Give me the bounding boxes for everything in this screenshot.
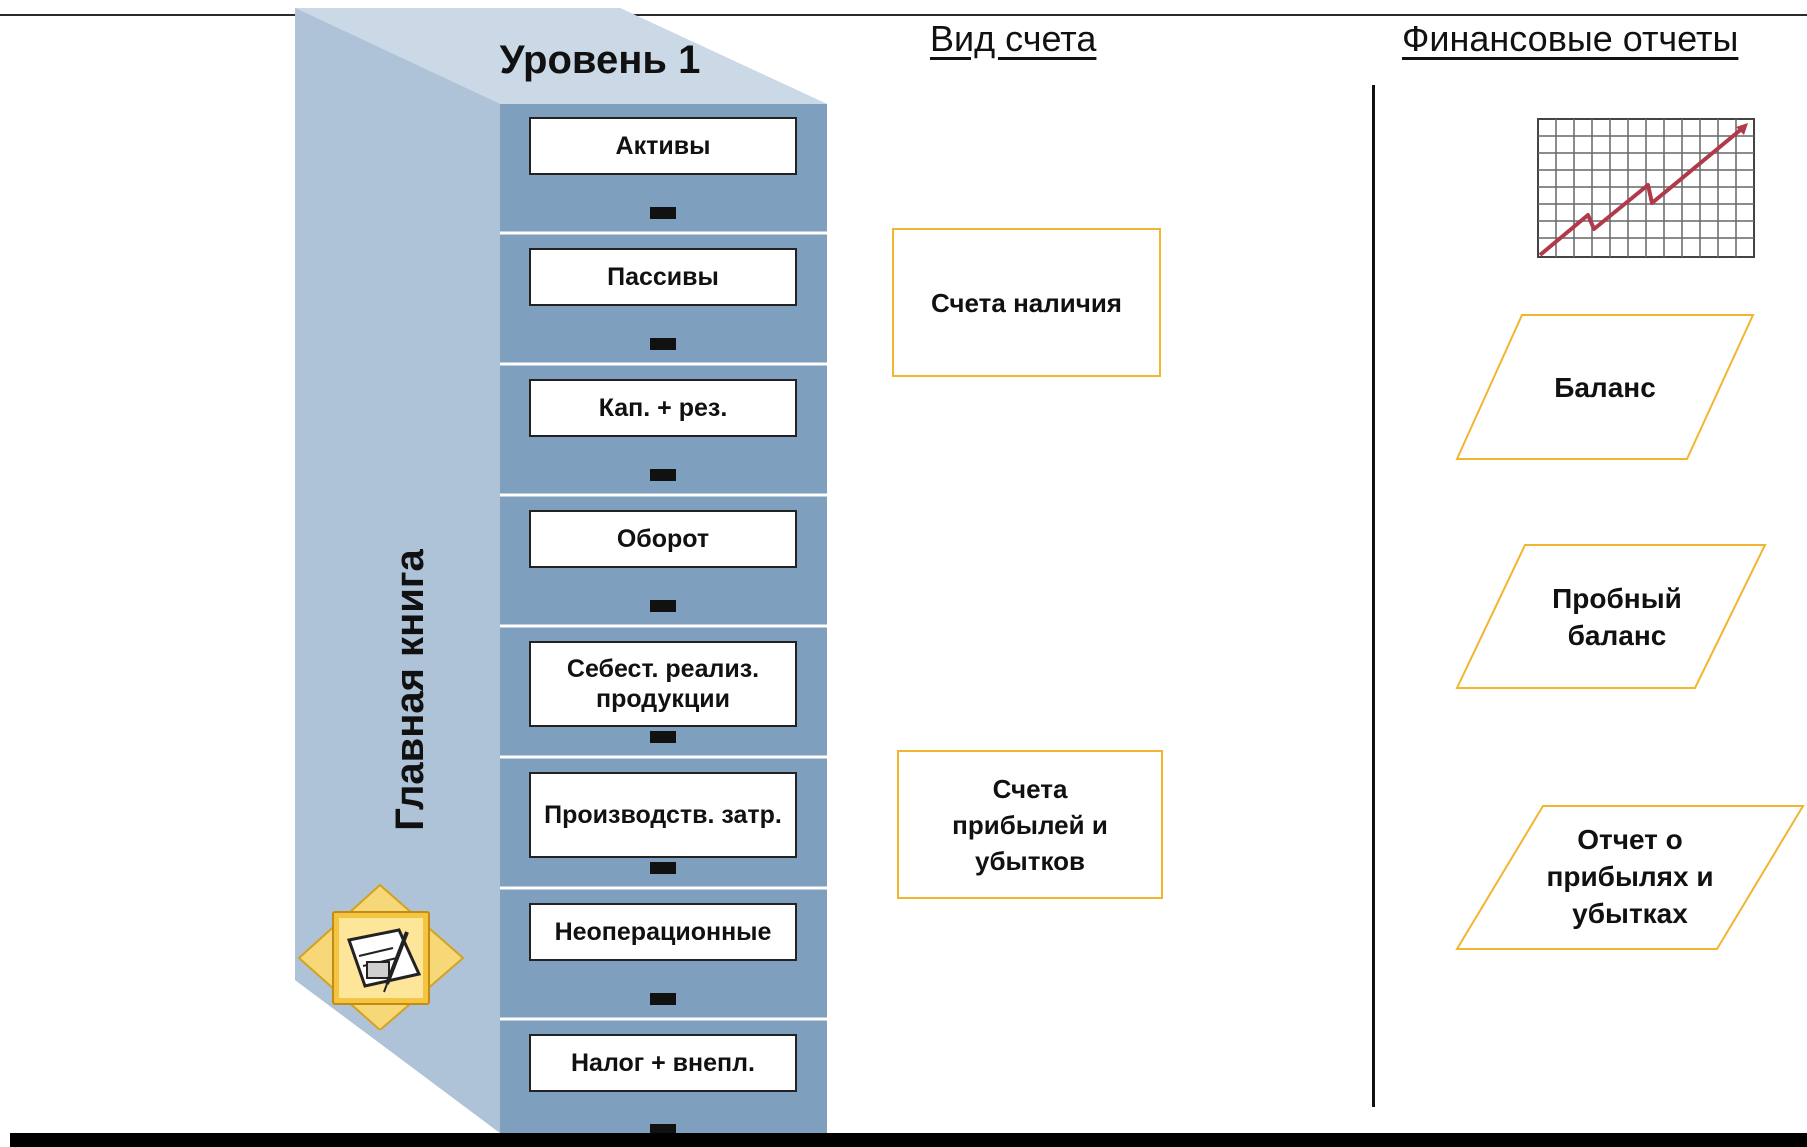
drawer-handle-liabilities[interactable] bbox=[650, 338, 676, 350]
notebook-pen-icon bbox=[297, 883, 465, 1030]
drawer-non-operating[interactable]: Неоперационные bbox=[529, 903, 797, 961]
level-title: Уровень 1 bbox=[499, 37, 701, 82]
pl-accounts-box: Счета прибылей и убытков bbox=[897, 750, 1163, 899]
growth-chart-icon bbox=[1537, 118, 1755, 258]
account-type-header: Вид счета bbox=[930, 18, 1097, 59]
drawer-handle-capital-reserves[interactable] bbox=[650, 469, 676, 481]
top-rule bbox=[0, 14, 1807, 16]
drawer-handle-production-costs[interactable] bbox=[650, 862, 676, 874]
drawer-handle-turnover[interactable] bbox=[650, 600, 676, 612]
pl-accounts-label: Счета прибылей и убытков bbox=[952, 773, 1108, 876]
pl-report-shape bbox=[1455, 805, 1805, 950]
pl-report: Отчет о прибылях и убытках bbox=[1546, 824, 1714, 929]
drawer-turnover[interactable]: Оборот bbox=[529, 510, 797, 568]
drawer-tax-extraordinary[interactable]: Налог + внепл. bbox=[529, 1034, 797, 1092]
drawer-capital-reserves[interactable]: Кап. + рез. bbox=[529, 379, 797, 437]
ledger-label: Главная книга bbox=[387, 549, 432, 831]
financial-reports-header: Финансовые отчеты bbox=[1402, 18, 1739, 59]
drawer-cost-of-sales[interactable]: Себест. реализ. продукции bbox=[529, 641, 797, 727]
balance-report: Баланс bbox=[1554, 371, 1656, 403]
cash-accounts-box: Счета наличия bbox=[892, 228, 1161, 377]
drawer-liabilities[interactable]: Пассивы bbox=[529, 248, 797, 306]
drawer-handle-assets[interactable] bbox=[650, 207, 676, 219]
drawer-assets[interactable]: Активы bbox=[529, 117, 797, 175]
column-divider bbox=[1372, 85, 1375, 1107]
trial-balance-report: Пробный баланс bbox=[1552, 583, 1682, 651]
bottom-band bbox=[10, 1133, 1807, 1147]
drawer-handle-cost-of-sales[interactable] bbox=[650, 731, 676, 743]
balance-shape bbox=[1455, 314, 1755, 460]
drawer-production-costs[interactable]: Производств. затр. bbox=[529, 772, 797, 858]
trial-balance-shape bbox=[1455, 544, 1767, 689]
drawer-handle-non-operating[interactable] bbox=[650, 993, 676, 1005]
